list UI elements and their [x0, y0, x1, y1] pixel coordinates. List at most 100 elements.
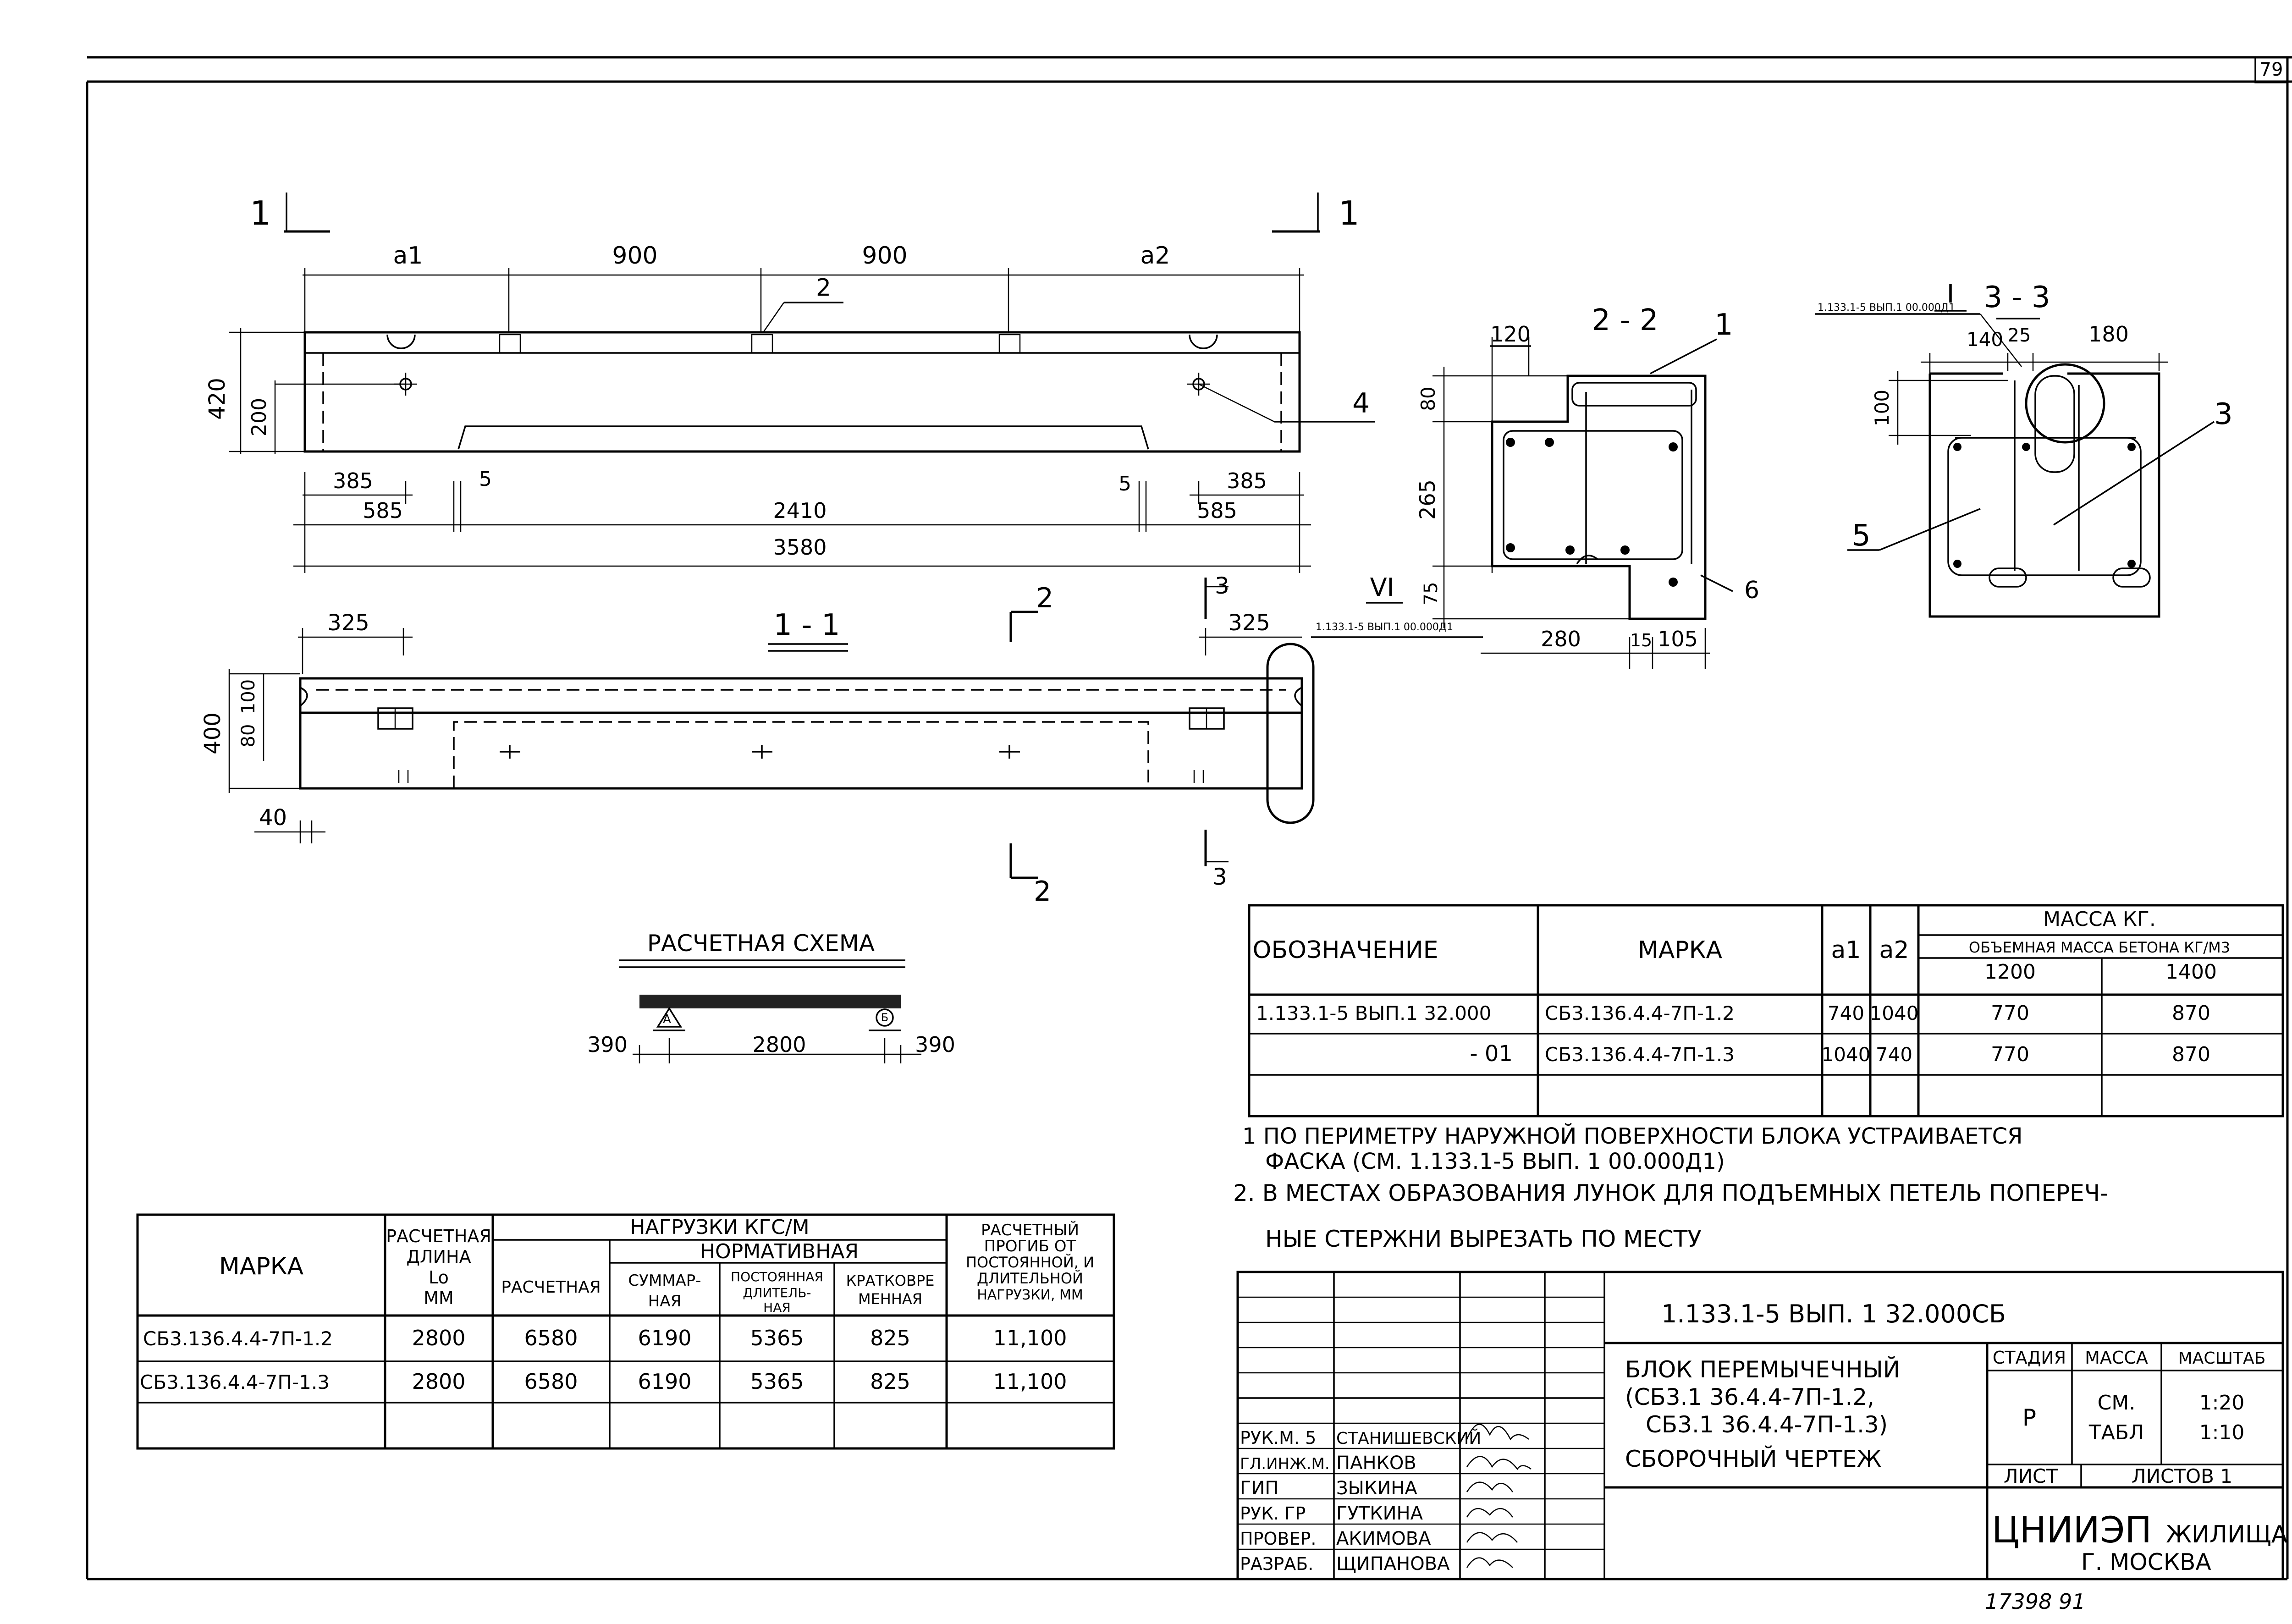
loads-row1-sum: 6190 — [638, 1326, 691, 1350]
sig-name-4: ГУТКИНА — [1336, 1503, 1423, 1524]
elevation-view: 1 1 a1 900 900 a2 — [204, 193, 1375, 573]
loads-header-defl-1: РАСЧЕТНЫЙ — [981, 1221, 1079, 1239]
dim-120: 120 — [1490, 322, 1531, 347]
dim-400: 400 — [200, 712, 226, 754]
section-2-2-title: 2 - 2 — [1592, 303, 1658, 337]
loads-header-sum-1: СУММАР- — [628, 1272, 701, 1290]
stage-label: СТАДИЯ — [1993, 1348, 2066, 1368]
dim-100-33: 100 — [1871, 390, 1893, 426]
mass-label: МАССА — [2085, 1348, 2148, 1368]
scale-label: МАСШТАБ — [2178, 1349, 2266, 1368]
dim-900-b: 900 — [862, 242, 907, 270]
detail-mark-i: I — [1947, 279, 1955, 309]
mass-value-2: ТАБЛ — [2088, 1421, 2144, 1444]
loads-header-perm-2: ДЛИТЕЛЬ- — [743, 1285, 811, 1300]
sheets-label: ЛИСТОВ 1 — [2132, 1465, 2232, 1487]
row1-mark: СБ3.136.4.4-7П-1.2 — [1545, 1002, 1735, 1024]
dim-3580: 3580 — [773, 535, 826, 560]
dim-25: 25 — [2008, 325, 2031, 346]
calc-scheme-title: РАСЧЕТНАЯ СХЕМА — [647, 930, 875, 957]
section-mark-3-top: 3 — [1215, 573, 1229, 599]
dim-80-22: 80 — [1417, 386, 1439, 411]
dim-80: 80 — [238, 724, 259, 748]
dim-585-right: 585 — [1197, 498, 1237, 523]
loads-row2-short: 825 — [870, 1369, 910, 1394]
section-mark-left: 1 — [250, 194, 271, 232]
stage-value: Р — [2022, 1404, 2036, 1431]
section-mark-2-bottom: 2 — [1034, 875, 1051, 908]
dim-385-left: 385 — [333, 468, 373, 493]
loads-row1-perm: 5365 — [750, 1326, 804, 1350]
detail-ref-i: 1.133.1-5 ВЫП.1 00.000Д1 — [1818, 302, 1955, 314]
signature-scribble-4 — [1466, 1508, 1514, 1518]
loads-header-loads: НАГРУЗКИ КГС/М — [630, 1216, 809, 1239]
note-1a: 1 ПО ПЕРИМЕТРУ НАРУЖНОЙ ПОВЕРХНОСТИ БЛОК… — [1242, 1123, 2022, 1149]
loads-table: МАРКА РАСЧЕТНАЯ ДЛИНА Lo ММ НАГРУЗКИ КГС… — [136, 1213, 1115, 1450]
dim-15: 15 — [1630, 630, 1652, 650]
dim-280: 280 — [1541, 627, 1581, 651]
loads-header-length-3: Lo — [429, 1267, 449, 1288]
loads-row2-mark: СБ3.136.4.4-7П-1.3 — [140, 1371, 330, 1393]
section-3-3: 3 - 3 I 1.133.1-5 ВЫП.1 00.000Д1 140 25 … — [1815, 279, 2233, 618]
dim-325-left: 325 — [327, 610, 369, 636]
loads-row1-short: 825 — [870, 1326, 910, 1350]
loads-header-perm-3: НАЯ — [763, 1300, 791, 1315]
row2-m1400: 870 — [2172, 1043, 2210, 1066]
sheet-frame: 79 — [86, 56, 2292, 1580]
sig-name-2: ПАНКОВ — [1336, 1453, 1416, 1474]
notes: 1 ПО ПЕРИМЕТРУ НАРУЖНОЙ ПОВЕРХНОСТИ БЛОК… — [1233, 1123, 2108, 1252]
dim-180: 180 — [2088, 322, 2129, 347]
dim-2800: 2800 — [752, 1032, 806, 1057]
marks-table: ОБОЗНАЧЕНИЕ МАРКА a1 a2 МАССА КГ. ОБЪЕМН… — [1248, 904, 2284, 1118]
signature-scribble-1 — [1466, 1424, 1529, 1441]
signature-scribble-2 — [1466, 1456, 1532, 1470]
loads-header-defl-3: ПОСТОЯННОЙ, И — [966, 1254, 1094, 1271]
loads-header-length-1: РАСЧЕТНАЯ — [386, 1226, 491, 1246]
dim-200: 200 — [248, 398, 271, 436]
loads-row2-sum: 6190 — [638, 1369, 691, 1394]
dim-900-a: 900 — [612, 242, 657, 270]
detail-ref-vi: 1.133.1-5 ВЫП.1 00.000Д1 — [1316, 622, 1453, 633]
title-block: 1.133.1-5 ВЫП. 1 32.000СБ БЛОК ПЕРЕМЫЧЕЧ… — [1236, 1271, 2288, 1580]
dim-40: 40 — [259, 805, 287, 831]
loads-row2-design: 6580 — [524, 1369, 578, 1394]
calc-scheme: РАСЧЕТНАЯ СХЕМА А Б 390 2800 390 — [587, 930, 955, 1063]
loads-header-short-2: МЕННАЯ — [858, 1290, 922, 1308]
callout-4: 4 — [1352, 387, 1370, 419]
org-name-1: ЦНИИЭП — [1992, 1510, 2152, 1551]
signature-scribble-6 — [1466, 1557, 1513, 1568]
row1-designation: 1.133.1-5 ВЫП.1 32.000 — [1256, 1002, 1491, 1024]
dim-a1: a1 — [393, 242, 423, 270]
row2-mark: СБ3.136.4.4-7П-1.3 — [1545, 1043, 1735, 1066]
row1-a2: 1040 — [1870, 1002, 1919, 1024]
note-1b: ФАСКА (СМ. 1.133.1-5 ВЫП. 1 00.000Д1) — [1265, 1149, 1725, 1174]
loads-row1-length: 2800 — [412, 1326, 465, 1350]
row1-m1200: 770 — [1991, 1002, 2029, 1025]
callout-2: 2 — [816, 274, 831, 302]
loads-header-design: РАСЧЕТНАЯ — [501, 1278, 601, 1297]
sig-role-6: РАЗРАБ. — [1240, 1554, 1313, 1574]
loads-row2-length: 2800 — [412, 1369, 465, 1394]
dim-585-left: 585 — [363, 498, 403, 523]
loads-row2-defl: 11,100 — [993, 1369, 1067, 1394]
dim-105: 105 — [1658, 627, 1698, 651]
signature-scribble-5 — [1466, 1532, 1518, 1543]
title-line-1: БЛОК ПЕРЕМЫЧЕЧНЫЙ — [1625, 1356, 1900, 1383]
loads-header-normative: НОРМАТИВНАЯ — [700, 1240, 859, 1263]
dim-390-right: 390 — [915, 1032, 955, 1057]
section-mark-2-top: 2 — [1036, 582, 1053, 614]
sig-role-2: ГЛ.ИНЖ.М. — [1240, 1455, 1330, 1473]
loads-header-length-4: ММ — [424, 1288, 454, 1308]
dim-5-right: 5 — [1118, 472, 1131, 495]
header-mark: МАРКА — [1638, 936, 1723, 964]
dim-385-right: 385 — [1227, 468, 1267, 493]
note-2a: 2. В МЕСТАХ ОБРАЗОВАНИЯ ЛУНОК ДЛЯ ПОДЪЕМ… — [1233, 1180, 2108, 1206]
loads-row2-perm: 5365 — [750, 1369, 804, 1394]
header-designation: ОБОЗНАЧЕНИЕ — [1253, 936, 1438, 964]
loads-header-mark: МАРКА — [219, 1253, 304, 1280]
loads-row1-defl: 11,100 — [993, 1326, 1067, 1350]
title-line-2: (СБ3.1 36.4.4-7П-1.2, — [1625, 1384, 1874, 1410]
sig-name-6: ЩИПАНОВА — [1336, 1553, 1450, 1574]
section-mark-right: 1 — [1339, 194, 1360, 232]
